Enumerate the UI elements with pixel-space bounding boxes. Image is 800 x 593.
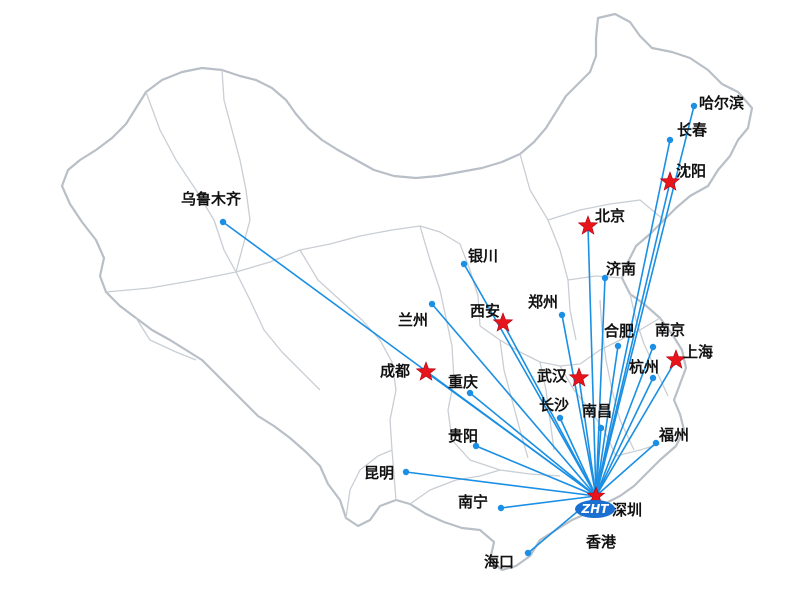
star-marker-icon-beijing xyxy=(577,215,599,235)
hub-star-icon xyxy=(586,486,606,504)
city-label-kunming: 昆明 xyxy=(364,464,394,482)
star-marker-icon-shanghai xyxy=(665,349,687,369)
dot-marker-icon-hangzhou xyxy=(649,374,657,382)
city-label-hongkong: 香港 xyxy=(586,533,617,551)
city-label-jinan: 济南 xyxy=(606,260,636,278)
route-line-wuhan xyxy=(578,377,597,497)
star-marker-icon-chengdu xyxy=(415,361,437,381)
route-line-hangzhou xyxy=(595,377,654,497)
dot-marker-icon-changsha xyxy=(556,414,564,422)
route-line-harbin xyxy=(595,105,695,497)
city-label-shanghai: 上海 xyxy=(683,343,713,361)
dot-marker-icon-urumqi xyxy=(219,218,227,226)
dot-marker-icon-hefei xyxy=(614,342,622,350)
route-line-nanchang xyxy=(595,427,602,497)
city-label-lanzhou: 兰州 xyxy=(398,311,428,329)
route-line-chongqing xyxy=(469,392,597,497)
dot-marker-icon-nanjing xyxy=(649,343,657,351)
dot-marker-icon-changchun xyxy=(666,136,674,144)
city-label-beijing: 北京 xyxy=(595,207,625,225)
dot-marker-icon-lanzhou xyxy=(428,300,436,308)
city-label-harbin: 哈尔滨 xyxy=(699,94,744,112)
route-line-nanjing xyxy=(595,346,654,497)
route-line-beijing xyxy=(587,225,597,497)
dot-marker-icon-guiyang xyxy=(472,442,480,450)
city-label-nanchang: 南昌 xyxy=(582,402,612,420)
city-label-hefei: 合肥 xyxy=(603,322,634,340)
city-label-xian: 西安 xyxy=(470,302,500,320)
city-label-guiyang: 贵阳 xyxy=(448,427,478,445)
city-label-changchun: 长春 xyxy=(677,121,707,139)
route-line-shenyang xyxy=(595,181,671,497)
route-line-zhengzhou xyxy=(561,314,597,497)
dot-marker-icon-harbin xyxy=(690,102,698,110)
dot-marker-icon-fuzhou xyxy=(652,439,660,447)
route-line-guiyang xyxy=(475,445,597,497)
route-line-yinchuan xyxy=(463,263,597,497)
route-line-lanzhou xyxy=(431,303,597,497)
city-label-changsha: 长沙 xyxy=(539,396,569,414)
dot-marker-icon-jinan xyxy=(601,274,609,282)
dot-marker-icon-nanning xyxy=(497,504,505,512)
city-labels: 乌鲁木齐哈尔滨长春沈阳北京银川济南兰州西安郑州合肥南京上海成都重庆武汉杭州长沙南… xyxy=(181,94,744,571)
hub-logo: ZHT xyxy=(575,500,615,518)
hub-logo-text: ZHT xyxy=(581,502,610,516)
city-label-chongqing: 重庆 xyxy=(448,373,478,391)
city-label-urumqi: 乌鲁木齐 xyxy=(181,190,242,208)
route-line-chengdu xyxy=(425,371,597,497)
dot-marker-icon-kunming xyxy=(402,468,410,476)
dot-marker-icon-haikou xyxy=(524,549,532,557)
dot-marker-icon-zhengzhou xyxy=(558,311,566,319)
city-label-hub: 深圳 xyxy=(612,501,642,519)
route-line-nanning xyxy=(500,495,597,509)
city-label-yinchuan: 银川 xyxy=(468,247,498,265)
city-label-fuzhou: 福州 xyxy=(658,426,689,444)
city-label-nanning: 南宁 xyxy=(458,493,488,511)
city-label-zhengzhou: 郑州 xyxy=(528,293,558,311)
star-marker-icon-shenyang xyxy=(659,171,681,191)
route-line-hefei xyxy=(595,345,619,497)
city-label-nanjing: 南京 xyxy=(655,321,685,339)
province-lines xyxy=(105,69,669,519)
route-line-kunming xyxy=(405,471,597,497)
route-line-shanghai xyxy=(595,359,677,497)
city-label-shenyang: 沈阳 xyxy=(676,162,706,180)
star-marker-icon-xian xyxy=(492,312,514,332)
city-label-wuhan: 武汉 xyxy=(537,367,568,385)
route-line-changchun xyxy=(595,139,671,497)
dot-marker-icon-chongqing xyxy=(466,389,474,397)
route-line-changsha xyxy=(559,417,597,497)
dot-marker-icon-yinchuan xyxy=(460,260,468,268)
route-line-xian xyxy=(502,322,597,497)
hub-logo-ellipse xyxy=(575,500,615,518)
route-line-jinan xyxy=(595,277,606,497)
route-line-fuzhou xyxy=(595,442,657,497)
china-outline xyxy=(60,12,754,572)
star-marker-icon-wuhan xyxy=(568,367,590,387)
route-lines xyxy=(222,105,695,554)
city-label-hangzhou: 杭州 xyxy=(629,358,659,376)
city-markers xyxy=(219,102,698,557)
city-label-chengdu: 成都 xyxy=(380,362,410,380)
dot-marker-icon-nanchang xyxy=(597,424,605,432)
city-label-haikou: 海口 xyxy=(484,553,514,571)
